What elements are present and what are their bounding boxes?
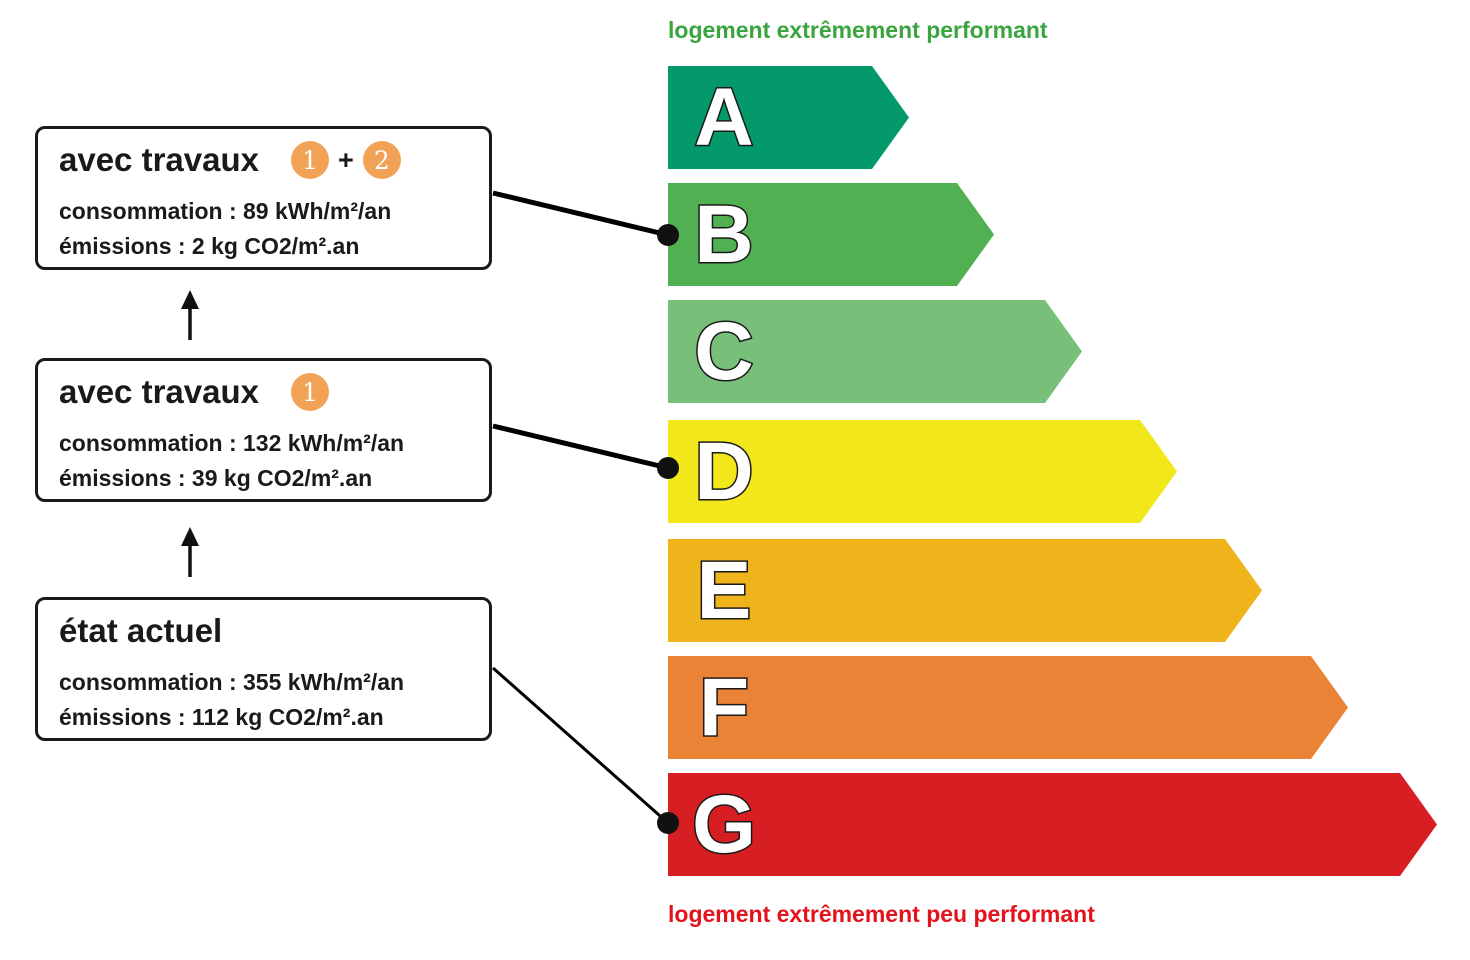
energy-class-bar-c <box>668 300 1082 403</box>
energy-class-bar-f <box>668 656 1348 759</box>
energy-class-bar-b <box>668 183 994 286</box>
up-arrow-upper <box>181 290 199 340</box>
state-title-text: avec travaux <box>59 141 259 178</box>
energy-class-bar-a <box>668 66 909 169</box>
emissions-text: émissions : 112 kg CO2/m².an <box>59 704 384 730</box>
work-badge-1: 1 <box>290 373 329 411</box>
connector-step2-to-B <box>492 190 669 238</box>
up-arrow-lower <box>181 527 199 577</box>
connector-dot-G <box>657 812 679 834</box>
energy-class-letter-e: E <box>697 545 752 636</box>
work-badges: 1 + 2 <box>290 141 401 179</box>
energy-class-bar-e <box>668 539 1262 642</box>
consumption-text: consommation : 132 kWh/m²/an <box>59 430 405 456</box>
connector-dot-D <box>657 457 679 479</box>
work-badges: 1 <box>290 373 329 411</box>
work-badge-2: 2 <box>362 141 401 179</box>
emissions-text: émissions : 39 kg CO2/m².an <box>59 465 373 491</box>
state-title-text: avec travaux <box>59 373 259 410</box>
energy-class-letter-a: A <box>694 72 753 163</box>
energy-class-letter-b: B <box>694 189 753 280</box>
state-box-current: état actuel consommation : 355 kWh/m²/an… <box>35 597 492 741</box>
state-title-text: état actuel <box>59 612 223 649</box>
state-box-works-1: avec travaux 1 consommation : 132 kWh/m²… <box>35 358 492 502</box>
energy-class-letter-f: F <box>699 662 749 753</box>
work-badge-1: 1 <box>290 141 329 179</box>
consumption-text: consommation : 355 kWh/m²/an <box>59 669 405 695</box>
scale-bottom-label: logement extrêmement peu performant <box>668 901 1095 927</box>
badge-separator: + <box>337 144 354 175</box>
energy-class-letter-c: C <box>694 306 753 397</box>
state-title: état actuel <box>59 612 222 650</box>
consumption-text: consommation : 89 kWh/m²/an <box>59 198 392 224</box>
energy-class-bar-d <box>668 420 1177 523</box>
energy-class-letter-g: G <box>692 779 756 870</box>
state-title: avec travaux 1 <box>59 373 329 411</box>
connector-dot-B <box>657 224 679 246</box>
emissions-text: émissions : 2 kg CO2/m².an <box>59 233 360 259</box>
energy-class-bar-g <box>668 773 1437 876</box>
state-box-works-1-and-2: avec travaux 1 + 2 consommation : 89 kWh… <box>35 126 492 270</box>
energy-class-letter-d: D <box>694 426 753 517</box>
connector-step1-to-D <box>492 423 669 471</box>
state-title: avec travaux 1 + 2 <box>59 141 401 179</box>
connector-current-to-G <box>492 666 669 825</box>
connector-lines <box>181 190 679 834</box>
scale-top-label: logement extrêmement performant <box>668 17 1048 43</box>
